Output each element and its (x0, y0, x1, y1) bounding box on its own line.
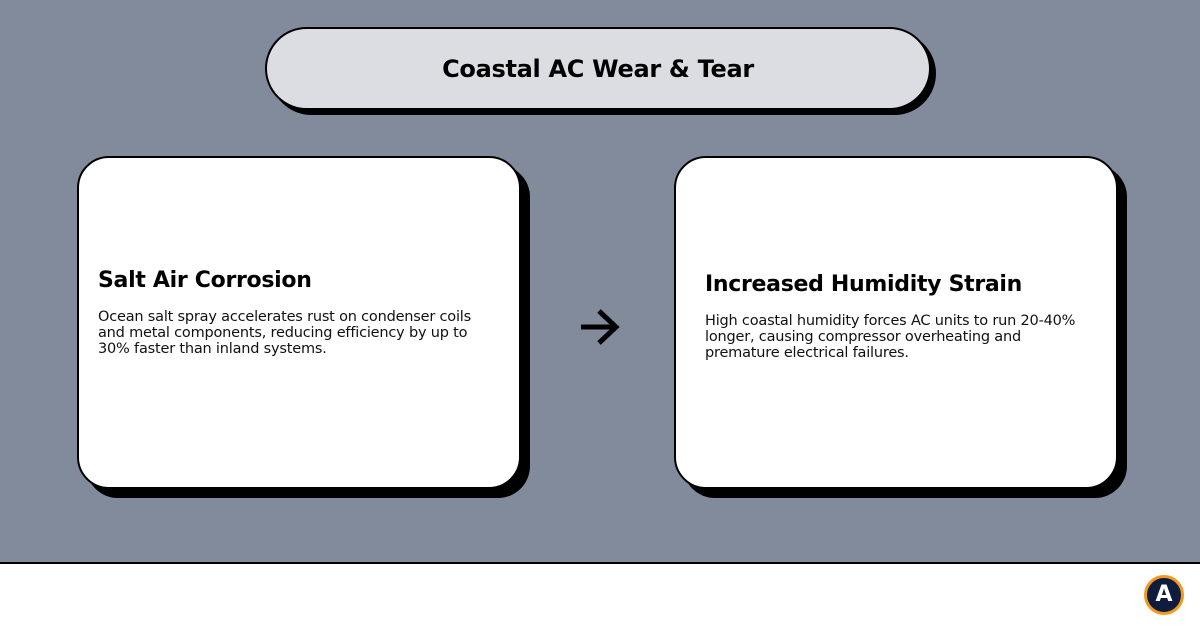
logo-letter: A (1155, 582, 1173, 607)
title-banner: Coastal AC Wear & Tear (265, 27, 931, 110)
card-title: Salt Air Corrosion (98, 268, 312, 293)
arrow-right-icon (581, 309, 620, 345)
card-description: Ocean salt spray accelerates rust on con… (98, 309, 471, 357)
effect-card-humidity: Increased Humidity Strain High coastal h… (674, 156, 1118, 489)
cause-card-salt-air: Salt Air Corrosion Ocean salt spray acce… (77, 156, 521, 489)
diagram-canvas: Coastal AC Wear & Tear Salt Air Corrosio… (0, 0, 1200, 562)
card-description: High coastal humidity forces AC units to… (705, 313, 1076, 361)
brand-logo-icon[interactable]: A (1144, 575, 1184, 615)
footer-divider (0, 562, 1200, 564)
diagram-title: Coastal AC Wear & Tear (442, 54, 754, 83)
card-title: Increased Humidity Strain (705, 272, 1023, 297)
